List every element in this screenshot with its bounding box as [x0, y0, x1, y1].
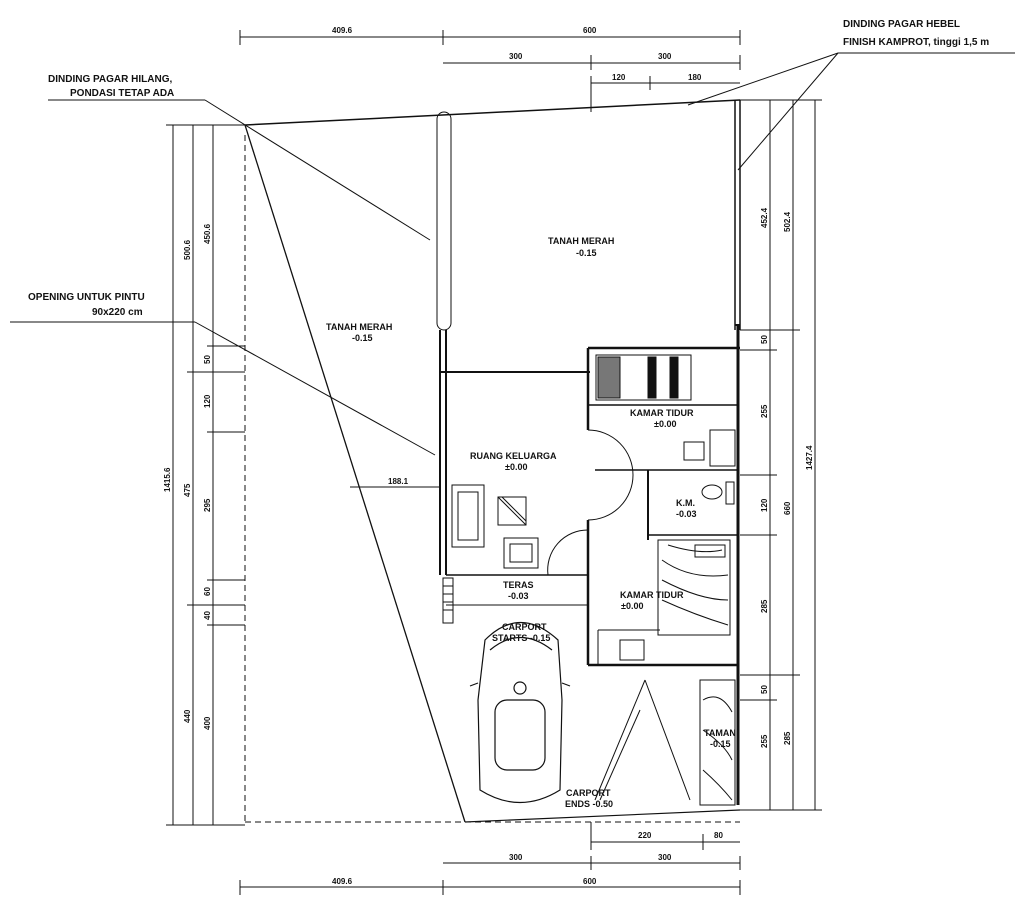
fence-missing-label-1: DINDING PAGAR HILANG,	[48, 74, 172, 85]
dim-right-660: 660	[783, 501, 792, 515]
room-carport-ends: CARPORT	[566, 788, 611, 798]
dim-bottom-sub-b: 300	[658, 853, 672, 862]
dim-right-255b: 255	[760, 734, 769, 748]
fence-hebel-label-1: DINDING PAGAR HEBEL	[843, 19, 960, 30]
dimension-lines	[166, 30, 822, 895]
dim-right-285a: 285	[760, 599, 769, 613]
chair-1	[683, 441, 705, 461]
dim-right-285b: 285	[783, 731, 792, 745]
dim-left-120: 120	[203, 394, 212, 408]
teras-steps	[442, 577, 454, 624]
dim-bottom-sub-d: 80	[714, 831, 723, 840]
room-taman-level: -0.15	[710, 739, 731, 749]
dim-right-120: 120	[760, 498, 769, 512]
dim-left-295: 295	[203, 498, 212, 512]
sofa	[451, 484, 485, 548]
dim-bottom-right-total: 600	[583, 877, 597, 886]
opening-label-1: OPENING UNTUK PINTU	[28, 292, 145, 303]
room-kamar-tidur-2-level: ±0.00	[621, 601, 643, 611]
dim-right-255: 255	[760, 404, 769, 418]
room-carport-starts-sub: STARTS -0.15	[492, 633, 550, 643]
dim-left-60: 60	[203, 587, 212, 596]
dim-left-450: 450.6	[203, 223, 212, 244]
room-tanah-merah-right-level: -0.15	[576, 248, 597, 258]
room-kamar-tidur-1-level: ±0.00	[654, 419, 676, 429]
room-km: K.M.	[676, 498, 695, 508]
room-teras-level: -0.03	[508, 591, 529, 601]
opening-label-2: 90x220 cm	[92, 307, 143, 318]
armchair	[503, 537, 539, 569]
garden-box	[699, 679, 736, 806]
furniture	[442, 354, 736, 806]
dim-right-total: 1427.4	[805, 445, 814, 470]
dim-inner-width: 188.1	[388, 477, 409, 486]
dim-left-total: 1415.6	[163, 467, 172, 492]
dim-right-50b: 50	[760, 685, 769, 694]
room-carport-starts: CARPORT	[502, 622, 547, 632]
dim-bottom-sub-a: 300	[509, 853, 523, 862]
dim-top-right-total: 600	[583, 26, 597, 35]
leader-lines	[10, 52, 1015, 456]
room-kamar-tidur-1: KAMAR TIDUR	[630, 408, 694, 418]
dim-left-440: 440	[183, 709, 192, 723]
dim-right-452: 452.4	[760, 207, 769, 228]
room-tanah-merah-left-level: -0.15	[352, 333, 373, 343]
dim-bottom-left-total: 409.6	[332, 877, 353, 886]
bed-2	[657, 539, 731, 636]
dim-left-400: 400	[203, 716, 212, 730]
room-teras: TERAS	[503, 580, 534, 590]
dim-top-sub-b: 300	[658, 52, 672, 61]
room-carport-ends-sub: ENDS -0.50	[565, 799, 613, 809]
table	[497, 496, 527, 526]
site-walls	[244, 99, 741, 823]
dim-left-40: 40	[203, 611, 212, 620]
car-icon	[469, 621, 571, 804]
toilet	[701, 484, 723, 500]
room-taman: TAMAN	[704, 728, 736, 738]
dim-right-50a: 50	[760, 335, 769, 344]
dim-top-sub-a: 300	[509, 52, 523, 61]
dim-top-sub-d: 180	[688, 73, 702, 82]
dim-right-502: 502.4	[783, 211, 792, 232]
bed-1	[595, 354, 692, 401]
dim-left-500: 500.6	[183, 239, 192, 260]
dim-bottom-sub-c: 220	[638, 831, 652, 840]
fence-missing-label-2: PONDASI TETAP ADA	[70, 88, 174, 99]
room-ruang-keluarga-level: ±0.00	[505, 462, 527, 472]
dim-left-475: 475	[183, 483, 192, 497]
chair-2	[619, 639, 645, 661]
fence-hebel-label-2: FINISH KAMPROT, tinggi 1,5 m	[843, 37, 989, 48]
room-tanah-merah-right: TANAH MERAH	[548, 236, 614, 246]
room-ruang-keluarga: RUANG KELUARGA	[470, 451, 557, 461]
dim-top-sub-c: 120	[612, 73, 626, 82]
room-km-level: -0.03	[676, 509, 697, 519]
dim-top-left-total: 409.6	[332, 26, 353, 35]
dim-left-50: 50	[203, 355, 212, 364]
room-kamar-tidur-2: KAMAR TIDUR	[620, 590, 684, 600]
room-tanah-merah-left: TANAH MERAH	[326, 322, 392, 332]
